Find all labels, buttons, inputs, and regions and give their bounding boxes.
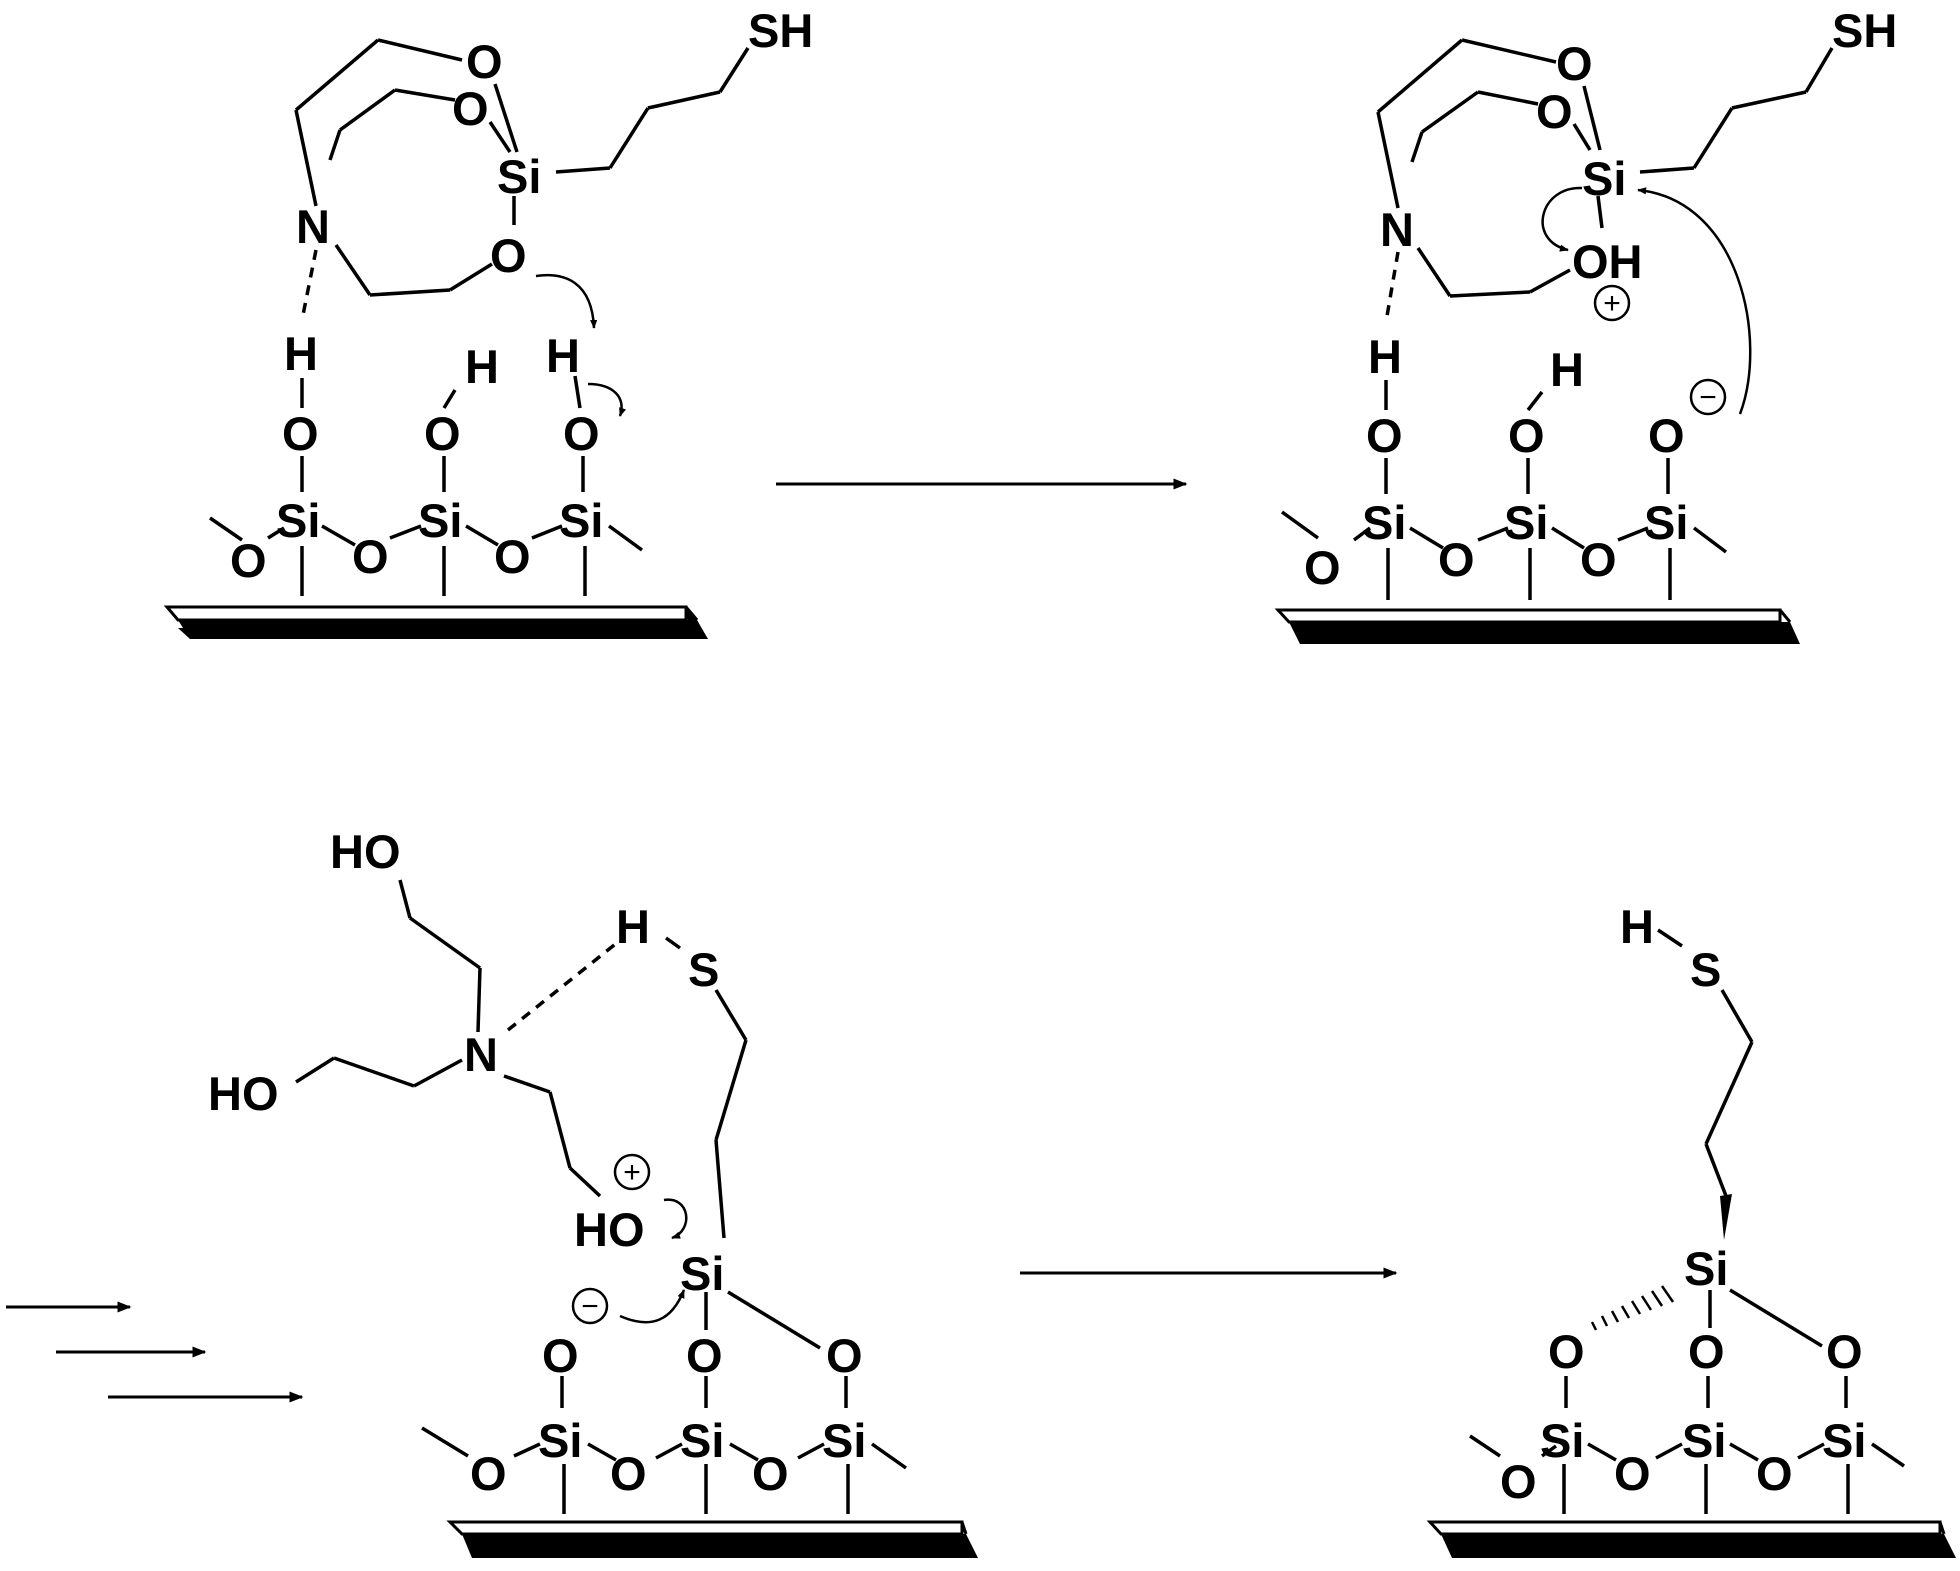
minus-charge-circle	[1689, 378, 1727, 416]
atom-o-b3: O	[752, 1447, 789, 1500]
atom-o-b1: O	[470, 1447, 507, 1500]
atom-n: N	[464, 1028, 498, 1081]
atom-h2: H	[465, 340, 499, 393]
atom-o-up1: O	[1548, 1325, 1585, 1378]
atom-si1: Si	[1540, 1414, 1584, 1467]
atom-si-top: Si	[1582, 152, 1626, 205]
charges: + −	[571, 1153, 651, 1325]
surface-slab	[1274, 608, 1800, 644]
curly-arrows	[535, 274, 626, 417]
curly-arrows	[619, 1198, 688, 1324]
atom-ho-plus: HO	[574, 1203, 645, 1256]
atom-si2: Si	[1504, 496, 1548, 549]
atom-o-ring-b: O	[452, 82, 489, 135]
atom-s: S	[688, 943, 719, 996]
atom-sh: SH	[1832, 4, 1897, 57]
bonds	[1469, 928, 1905, 1514]
atom-o-b2: O	[1438, 533, 1475, 586]
plus-charge: +	[1603, 287, 1621, 320]
atom-h: H	[616, 900, 650, 953]
bonds	[209, 38, 750, 596]
atom-o-surf2: O	[1508, 409, 1545, 462]
atom-si1: Si	[1362, 496, 1406, 549]
solid-wedge-bond	[1720, 1194, 1732, 1240]
atoms: HO H S N HO HO Si O O O Si Si Si O O O	[208, 825, 866, 1500]
minus-charge: −	[1699, 381, 1717, 414]
atom-ho-left: HO	[208, 1067, 279, 1120]
plus-charge: +	[623, 1156, 641, 1189]
atom-h1: H	[1368, 330, 1402, 383]
atom-o-up3: O	[1826, 1325, 1863, 1378]
step1-molecule: SH O O Si N O H H H O O O Si Si Si O O O	[163, 4, 813, 639]
hashed-wedge-bond	[1590, 1285, 1675, 1331]
atom-si-top: Si	[680, 1247, 724, 1300]
minus-charge-circle	[571, 1287, 609, 1325]
atom-o-b2: O	[1614, 1447, 1651, 1500]
atom-si1: Si	[538, 1414, 582, 1467]
surface-slab	[446, 1520, 978, 1558]
atom-sh: SH	[748, 4, 813, 57]
atom-si1: Si	[276, 494, 320, 547]
atom-o-surf3: O	[563, 407, 600, 460]
reaction-arrows-into-step3	[6, 1301, 304, 1403]
minus-charge: −	[581, 1290, 599, 1323]
step2-molecule: SH O O Si N OH H H O O O Si Si Si O O O …	[1274, 4, 1897, 644]
atom-o-b2: O	[352, 530, 389, 583]
atom-o-up2: O	[1688, 1325, 1725, 1378]
atom-si3: Si	[1644, 496, 1688, 549]
step3-molecule: HO H S N HO HO Si O O O Si Si Si O O O +…	[208, 825, 978, 1558]
atoms: H S Si O O O Si Si Si O O O	[1500, 900, 1866, 1508]
atom-o-b3: O	[1756, 1447, 1793, 1500]
atom-si3: Si	[559, 494, 603, 547]
atom-h1: H	[284, 327, 318, 380]
atom-o-up2: O	[686, 1329, 723, 1382]
atom-o-b1: O	[1304, 541, 1341, 594]
atom-si-top: Si	[497, 150, 541, 203]
surface-slab	[163, 605, 708, 639]
atom-s: S	[1690, 943, 1721, 996]
atoms: SH O O Si N OH H H O O O Si Si Si O O O	[1304, 4, 1897, 594]
atom-si3: Si	[822, 1414, 866, 1467]
atom-o-b1: O	[230, 534, 267, 587]
atom-o-surf1: O	[1366, 409, 1403, 462]
atom-o-surf1: O	[282, 407, 319, 460]
atom-si-top: Si	[1684, 1242, 1728, 1295]
atom-h3: H	[546, 329, 580, 382]
surface-slab	[1426, 1520, 1956, 1558]
atom-o-up3: O	[826, 1329, 863, 1382]
atom-n: N	[296, 200, 330, 253]
atom-oh: OH	[1572, 235, 1643, 288]
atom-o-ring-c: O	[490, 229, 527, 282]
atom-o-b3: O	[1580, 533, 1617, 586]
atom-si3: Si	[1822, 1414, 1866, 1467]
atom-o-b3: O	[494, 530, 531, 583]
atoms: SH O O Si N O H H H O O O Si Si Si O O O	[230, 4, 813, 587]
atom-o-ring-a: O	[1556, 37, 1593, 90]
atom-o-ring-b: O	[1536, 85, 1573, 138]
atom-o-b1: O	[1500, 1455, 1537, 1508]
atom-o-ring-a: O	[466, 35, 503, 88]
bonds	[1280, 38, 1834, 600]
atom-h2: H	[1550, 343, 1584, 396]
atom-si2: Si	[680, 1414, 724, 1467]
atom-ho-top: HO	[330, 825, 401, 878]
step4-molecule: H S Si O O O Si Si Si O O O	[1426, 900, 1956, 1558]
curly-arrows	[1541, 186, 1752, 415]
atom-o-b2: O	[610, 1447, 647, 1500]
atom-o-surf2: O	[424, 407, 461, 460]
charges: + −	[1593, 284, 1727, 416]
plus-charge-circle	[1593, 284, 1631, 322]
atom-si2: Si	[1682, 1414, 1726, 1467]
atom-h: H	[1620, 900, 1654, 953]
atom-n: N	[1380, 203, 1414, 256]
atom-si2: Si	[418, 494, 462, 547]
plus-charge-circle	[613, 1153, 651, 1191]
bonds	[295, 879, 908, 1514]
atom-o-up1: O	[542, 1329, 579, 1382]
atom-o-surf3: O	[1648, 409, 1685, 462]
